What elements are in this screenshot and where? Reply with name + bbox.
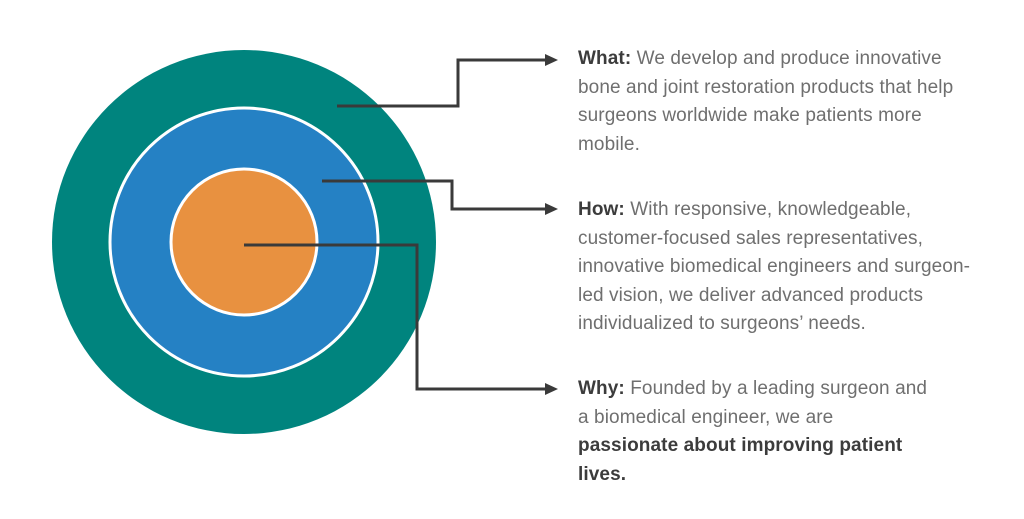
why-body-bold: passionate about improving patient lives… bbox=[578, 435, 903, 485]
why-body: Founded by a leading surgeon and a biome… bbox=[578, 378, 928, 428]
inner-ring-circle bbox=[169, 167, 319, 317]
what-connector-arrow bbox=[337, 54, 558, 108]
why-heading: Why: bbox=[578, 378, 631, 399]
why-connector-arrow bbox=[244, 243, 558, 395]
what-body: We develop and produce innovative bone a… bbox=[578, 48, 954, 155]
how-connector-arrow bbox=[322, 179, 558, 215]
how-heading: How: bbox=[578, 199, 631, 220]
how-section: How: With responsive, knowledgeable, cus… bbox=[578, 196, 978, 339]
how-body: With responsive, knowledgeable, customer… bbox=[578, 199, 971, 334]
what-section: What: We develop and produce innovative … bbox=[578, 45, 974, 159]
what-heading: What: bbox=[578, 48, 637, 69]
why-section: Why: Founded by a leading surgeon and a … bbox=[578, 375, 937, 489]
